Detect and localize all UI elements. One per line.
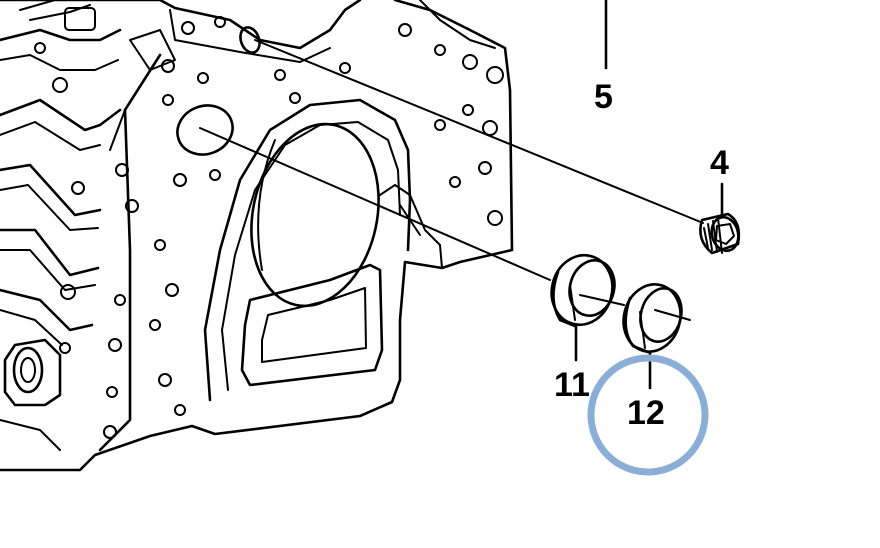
bolt-holes (34, 16, 504, 439)
callout-4: 4 (710, 144, 729, 182)
callout-11: 11 (554, 366, 590, 404)
housing-casting (0, 0, 514, 472)
callout-12: 12 (627, 394, 665, 432)
highlight-circle (587, 354, 709, 476)
part-4-plug[interactable] (699, 212, 742, 255)
part-11-bushing[interactable] (544, 248, 621, 331)
part-12-bushing[interactable] (616, 278, 688, 358)
assembly-lines (199, 39, 704, 321)
callout-5: 5 (594, 78, 613, 116)
